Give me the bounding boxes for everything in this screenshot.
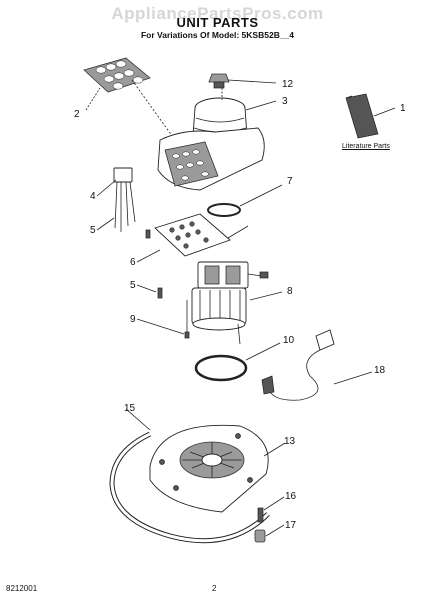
callout-13: 13 xyxy=(284,436,296,447)
part-5-screw-upper[interactable] xyxy=(145,229,151,239)
part-18-power-cord[interactable] xyxy=(261,329,335,401)
part-5-screw-lower[interactable] xyxy=(157,287,163,299)
callout-18: 18 xyxy=(374,365,386,376)
part-10-ring-gasket[interactable] xyxy=(194,354,248,382)
watermark: AppliancePartsPros.com xyxy=(111,4,324,23)
part-7-gasket[interactable] xyxy=(207,203,241,217)
part-15-trim-band[interactable] xyxy=(109,431,270,544)
callout-5-lower: 5 xyxy=(130,280,136,291)
callout-8: 8 xyxy=(287,286,293,297)
callout-15: 15 xyxy=(124,403,136,414)
page-title: UNIT PARTS xyxy=(176,15,259,30)
part-17-rubber-foot[interactable] xyxy=(254,529,266,543)
callout-2: 2 xyxy=(74,109,80,120)
page-number: 2 xyxy=(212,584,217,593)
literature-parts-label: Literature Parts xyxy=(342,143,390,150)
callout-7: 7 xyxy=(287,176,293,187)
callout-5-upper: 5 xyxy=(90,225,96,236)
callout-4: 4 xyxy=(90,191,96,202)
part-3-base-housing[interactable] xyxy=(157,97,265,191)
part-6-control-board[interactable] xyxy=(154,213,249,257)
part-9-wire[interactable] xyxy=(184,300,190,339)
callout-9: 9 xyxy=(130,314,136,325)
part-16-foot-screw[interactable] xyxy=(257,507,264,523)
page-subtitle: For Variations Of Model: 5KSB52B__4 xyxy=(140,30,295,40)
callout-10: 10 xyxy=(283,335,295,346)
part-4-wire-harness[interactable] xyxy=(113,167,136,232)
document-number: 8212001 xyxy=(6,584,38,593)
part-1-literature[interactable] xyxy=(345,93,379,139)
callout-12: 12 xyxy=(282,79,294,90)
part-2-touchpad-overlay[interactable] xyxy=(83,57,151,93)
part-12-drive-coupler[interactable] xyxy=(208,73,230,89)
callout-6: 6 xyxy=(130,257,136,268)
callout-17: 17 xyxy=(285,520,297,531)
callout-3: 3 xyxy=(282,96,288,107)
callout-16: 16 xyxy=(285,491,297,502)
part-13-bottom-base[interactable] xyxy=(149,424,269,513)
callout-1: 1 xyxy=(400,103,406,114)
part-8-motor[interactable] xyxy=(191,261,269,345)
